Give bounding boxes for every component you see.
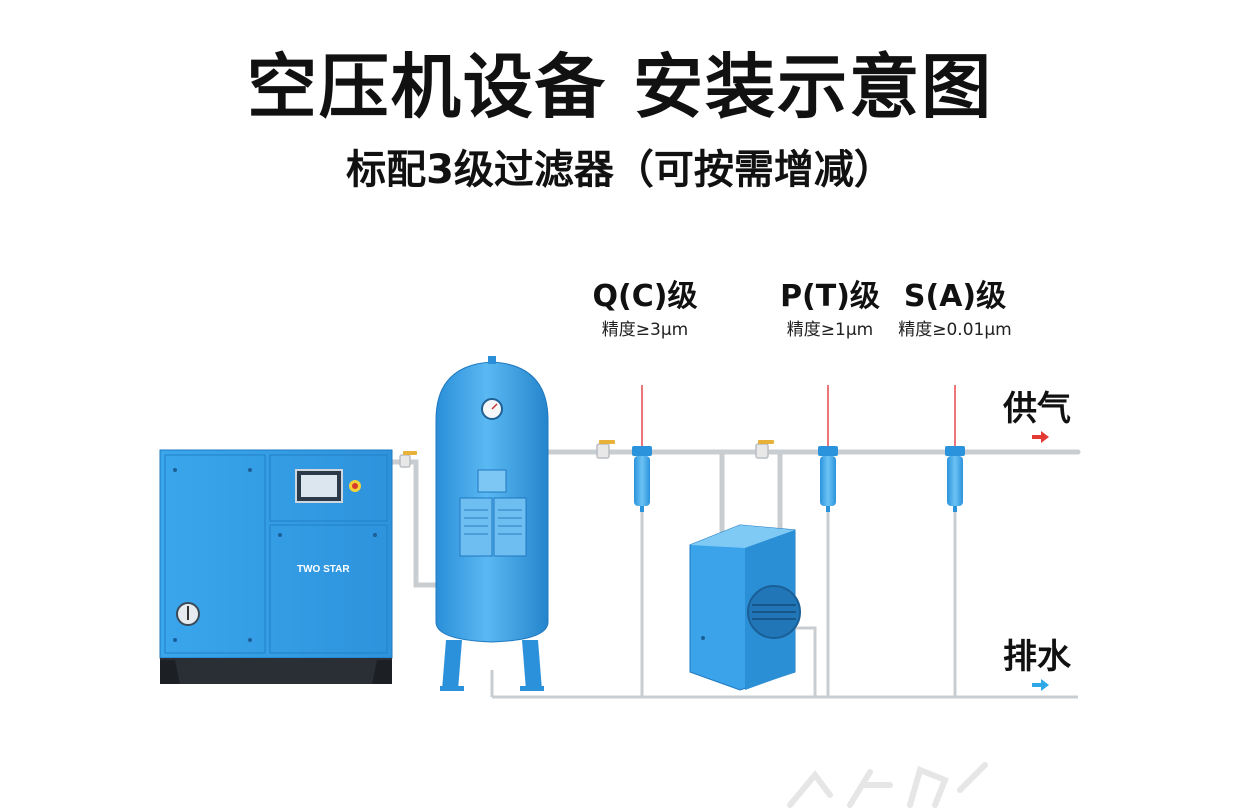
refrigerated-dryer	[689, 524, 801, 691]
filter-precision-s: 精度≥0.01μm	[898, 320, 1012, 340]
gauge-lines	[641, 385, 956, 446]
air-flow-arrow	[1032, 431, 1049, 443]
drain-pipes	[490, 510, 1078, 699]
water-flow-arrow	[1032, 679, 1049, 691]
filter-precision-q: 精度≥3μm	[601, 320, 689, 340]
air-supply-label: 供气	[1003, 389, 1071, 429]
watermark	[787, 762, 988, 808]
filter-label-p: P(T)级 精度≥1μm	[755, 282, 905, 339]
compressor-brand: TWO STAR	[297, 564, 350, 575]
filter-grade-s: S(A)级	[903, 279, 1007, 314]
page-subtitle: 标配3级过滤器（可按需增减）	[346, 147, 894, 193]
air-receiver-tank	[435, 356, 549, 691]
drainage-label: 排水	[1003, 637, 1071, 677]
air-compressor: TWO STAR	[159, 449, 393, 684]
filter-grade-p: P(T)级	[780, 279, 880, 314]
filter-label-q: Q(C)级 精度≥3μm	[570, 282, 720, 339]
filter-p	[818, 446, 838, 512]
filter-grade-q: Q(C)级	[592, 279, 698, 314]
filter-q	[632, 446, 652, 512]
filter-label-s: S(A)级 精度≥0.01μm	[875, 282, 1035, 339]
filter-precision-p: 精度≥1μm	[786, 320, 874, 340]
page-title: 空压机设备 安装示意图	[246, 46, 994, 128]
filter-s	[945, 446, 965, 512]
